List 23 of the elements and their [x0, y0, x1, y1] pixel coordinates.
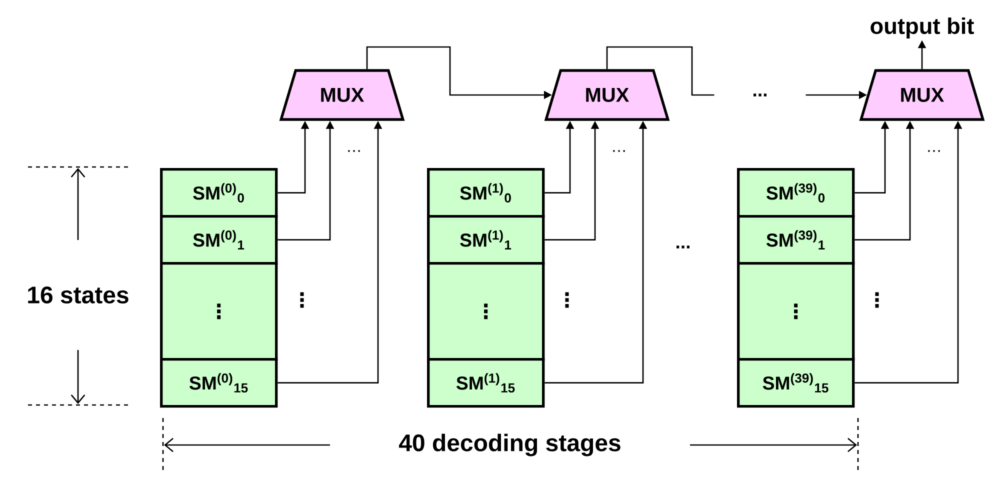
output-label: output bit [870, 17, 974, 39]
state-metric-cell: SM$^{(1)}$0 [427, 168, 545, 218]
vertical-ellipsis: ⋮ [875, 292, 879, 308]
state-metric-cell: SM$^{(0)}$0 [160, 168, 278, 218]
state-metric-cell: SM$^{(39)}$15 [737, 358, 855, 408]
edge-label: ... [754, 94, 767, 96]
state-metric-cell: SM$^{(0)}$1 [160, 215, 278, 265]
ellipsis: … [928, 150, 940, 152]
state-metric-cell: ⋮ [427, 262, 545, 361]
ellipsis: … [348, 150, 360, 152]
ellipsis: … [613, 150, 625, 152]
vertical-ellipsis: ⋮ [300, 292, 304, 308]
vertical-ellipsis: ⋮ [565, 292, 569, 308]
dimension-label: 40 decoding stages [399, 434, 620, 456]
state-metric-cell: ⋮ [737, 262, 855, 361]
state-metric-cell: SM$^{(1)}$15 [427, 358, 545, 408]
state-metric-cell: SM$^{(0)}$15 [160, 358, 278, 408]
dimension-label: 16 states [28, 286, 128, 304]
state-metric-cell: SM$^{(1)}$1 [427, 215, 545, 265]
ellipsis: ... [676, 246, 690, 248]
state-metric-cell: SM$^{(39)}$0 [737, 168, 855, 218]
state-metric-cell: SM$^{(39)}$1 [737, 215, 855, 265]
state-metric-cell: ⋮ [160, 262, 278, 361]
